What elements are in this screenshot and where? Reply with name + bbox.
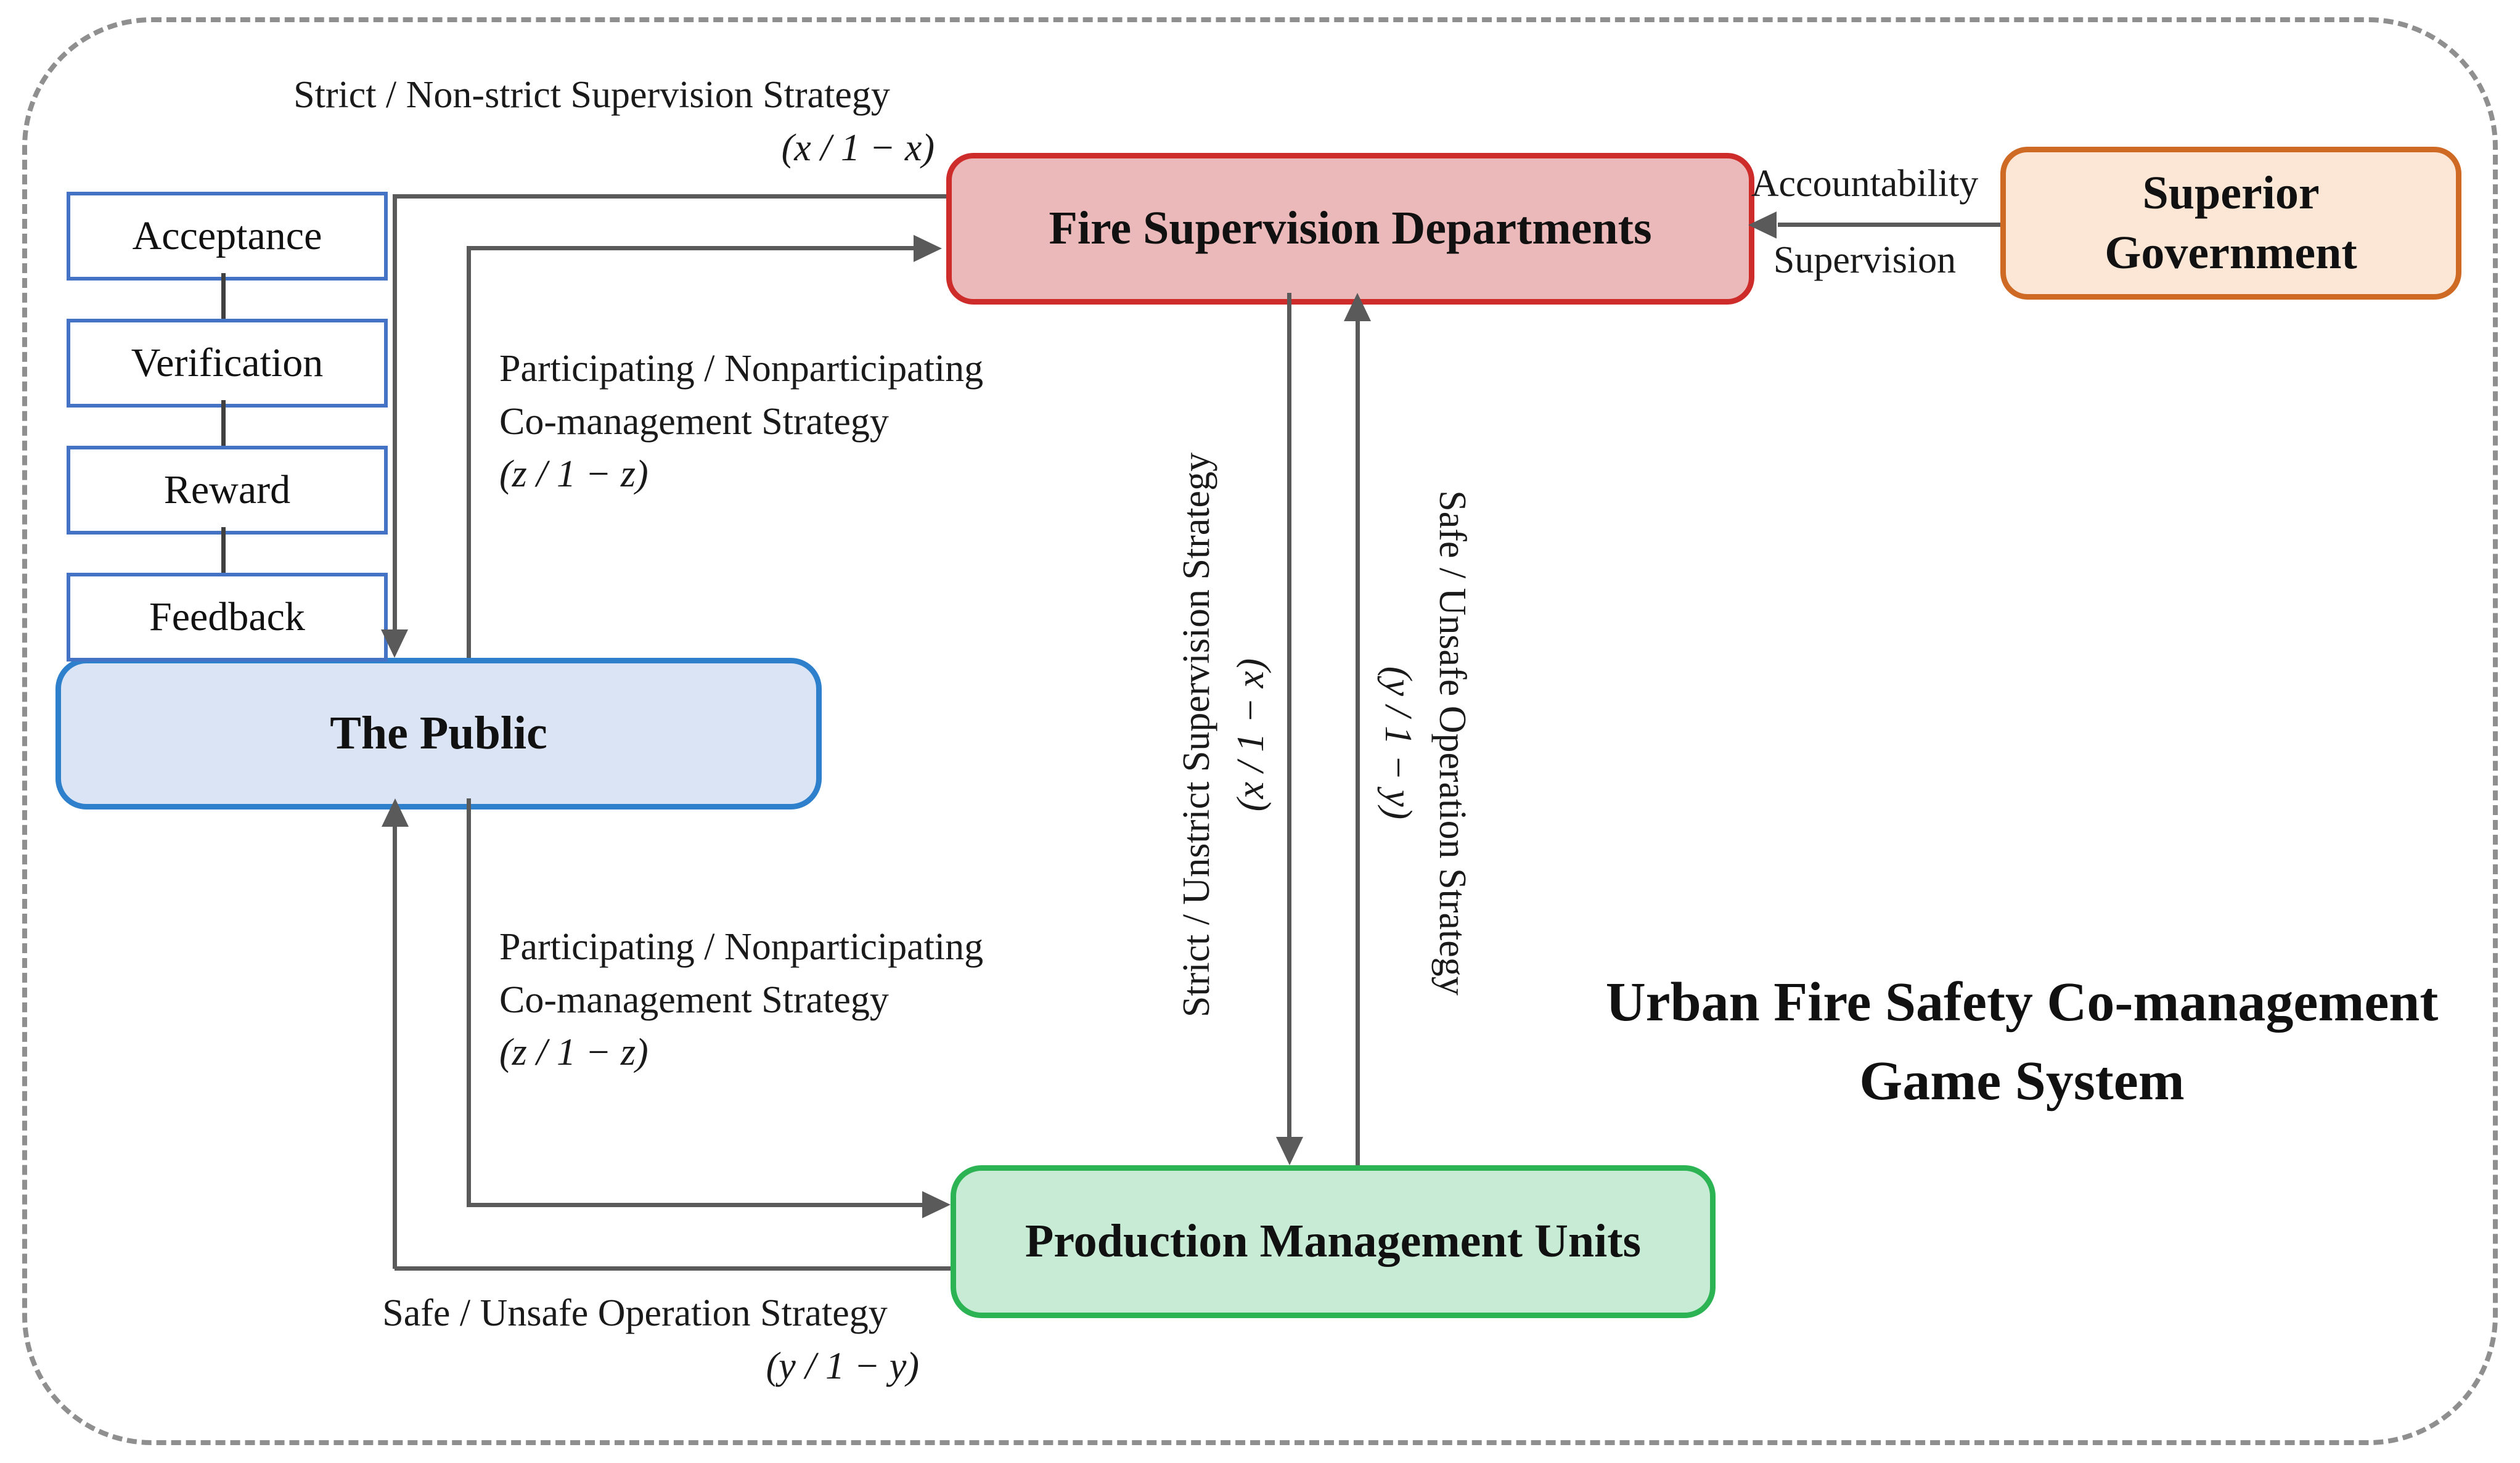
arrowhead-into-fire-right — [1748, 211, 1777, 239]
diagram-title-line2: Game System — [1859, 1051, 2185, 1112]
label-participating-bottom: Participating / Nonparticipating Co-mana… — [499, 921, 1103, 1080]
process-box-reward: Reward — [67, 446, 388, 535]
label-accountability: Accountability — [1751, 163, 1979, 205]
edge-fire-to-public-vertical — [393, 194, 397, 629]
edge-production-to-public-horizontal — [395, 1266, 951, 1271]
label-participating-top-formula: (z / 1 − z) — [499, 453, 648, 496]
label-strict-unstrict-vertical-formula: (x / 1 − x) — [1230, 658, 1272, 812]
edge-public-to-fire-vertical — [467, 246, 471, 658]
edge-production-to-public-vertical — [393, 827, 397, 1269]
label-strict-nonstrict-formula: (x / 1 − x) — [781, 126, 935, 169]
label-participating-top-line1: Participating / Nonparticipating — [499, 348, 984, 390]
label-participating-top: Participating / Nonparticipating Co-mana… — [499, 343, 1103, 501]
process-connector-3 — [221, 527, 226, 573]
arrowhead-into-production-left — [922, 1191, 951, 1218]
superior-government-line1: Superior — [2142, 166, 2320, 219]
edge-public-to-fire-horizontal — [467, 246, 914, 250]
label-participating-bottom-line2: Co-management Strategy — [499, 978, 889, 1021]
process-box-verification: Verification — [67, 319, 388, 408]
label-supervision: Supervision — [1773, 239, 1957, 281]
label-safe-unsafe-bottom-text: Safe / Unsafe Operation Strategy — [382, 1292, 888, 1334]
dashed-boundary — [22, 17, 2498, 1445]
label-safe-unsafe-bottom: Safe / Unsafe Operation Strategy (y / 1 … — [342, 1287, 928, 1393]
diagram-title-line1: Urban Fire Safety Co-management — [1605, 972, 2439, 1033]
node-the-public: The Public — [55, 658, 822, 809]
label-safe-unsafe-vertical-formula: (y / 1 − y) — [1377, 666, 1419, 820]
arrowhead-into-fire-left — [914, 235, 942, 262]
process-connector-2 — [221, 400, 226, 446]
label-strict-nonstrict-supervision: Strict / Non-strict Supervision Strategy… — [240, 69, 943, 174]
arrowhead-into-fire-bottom — [1344, 293, 1371, 321]
node-superior-government: Superior Government — [2000, 147, 2461, 300]
node-fire-supervision-departments: Fire Supervision Departments — [946, 153, 1754, 305]
label-participating-top-line2: Co-management Strategy — [499, 400, 889, 443]
label-strict-nonstrict-text: Strict / Non-strict Supervision Strategy — [293, 74, 890, 116]
label-safe-unsafe-vertical-text: Safe / Unsafe Operation Strategy — [1431, 490, 1474, 996]
arrowhead-into-public-bottom — [382, 798, 409, 827]
arrowhead-into-production-top — [1276, 1137, 1303, 1165]
label-strict-unstrict-vertical: Strict / Unstrict Supervision Strategy (… — [1169, 453, 1278, 1017]
label-safe-unsafe-vertical: Safe / Unsafe Operation Strategy (y / 1 … — [1371, 490, 1479, 996]
edge-production-to-fire-vertical — [1356, 321, 1360, 1165]
node-production-management-units: Production Management Units — [951, 1165, 1716, 1318]
label-participating-bottom-formula: (z / 1 − z) — [499, 1031, 648, 1074]
label-participating-bottom-line1: Participating / Nonparticipating — [499, 926, 984, 968]
edge-fire-to-public-horizontal — [395, 194, 946, 199]
label-safe-unsafe-bottom-formula: (y / 1 − y) — [766, 1345, 919, 1387]
edge-public-to-production-vertical — [467, 798, 471, 1203]
edge-public-to-production-horizontal — [467, 1203, 922, 1207]
label-strict-unstrict-vertical-text: Strict / Unstrict Supervision Strategy — [1175, 452, 1217, 1018]
process-box-acceptance: Acceptance — [67, 192, 388, 281]
edge-fire-to-production-vertical — [1287, 293, 1291, 1137]
arrowhead-into-public-top — [381, 629, 408, 658]
process-box-feedback: Feedback — [67, 573, 388, 662]
diagram-title: Urban Fire Safety Co-management Game Sys… — [1578, 963, 2466, 1121]
process-connector-1 — [221, 273, 226, 319]
edge-superior-to-fire — [1778, 223, 2000, 227]
superior-government-line2: Government — [2105, 227, 2357, 279]
